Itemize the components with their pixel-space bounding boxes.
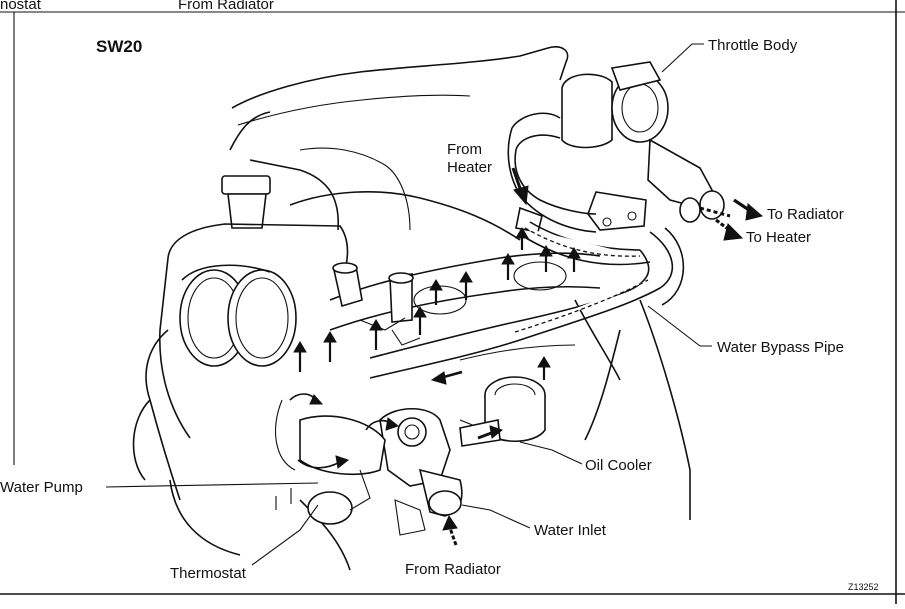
oil-cooler-part [459,376,546,447]
engine-outline [132,46,691,571]
leader-lines [105,43,712,566]
label-from-heater-2: Heater [447,159,492,176]
label-from-heater-1: From [447,141,482,158]
label-thermostat: Thermostat [170,565,247,582]
label-throttle-body: Throttle Body [708,37,798,54]
coolant-flow-arrows [289,167,764,546]
cut-label-left: nostat [0,0,42,13]
label-from-radiator: From Radiator [405,561,501,578]
label-to-radiator: To Radiator [767,206,844,223]
water-bypass-pipes [369,112,685,379]
model-title: SW20 [96,37,142,56]
throttle-body-part [561,61,725,231]
label-to-heater: To Heater [746,229,811,246]
cut-label-top: From Radiator [178,0,274,13]
label-water-pump: Water Pump [0,479,83,496]
water-inlet-housing [275,399,463,517]
label-water-inlet: Water Inlet [534,522,607,539]
cylinder-head-runners [329,252,601,346]
figure-code: Z13252 [848,582,879,592]
label-water-bypass-pipe: Water Bypass Pipe [717,339,844,356]
label-oil-cooler: Oil Cooler [585,457,652,474]
